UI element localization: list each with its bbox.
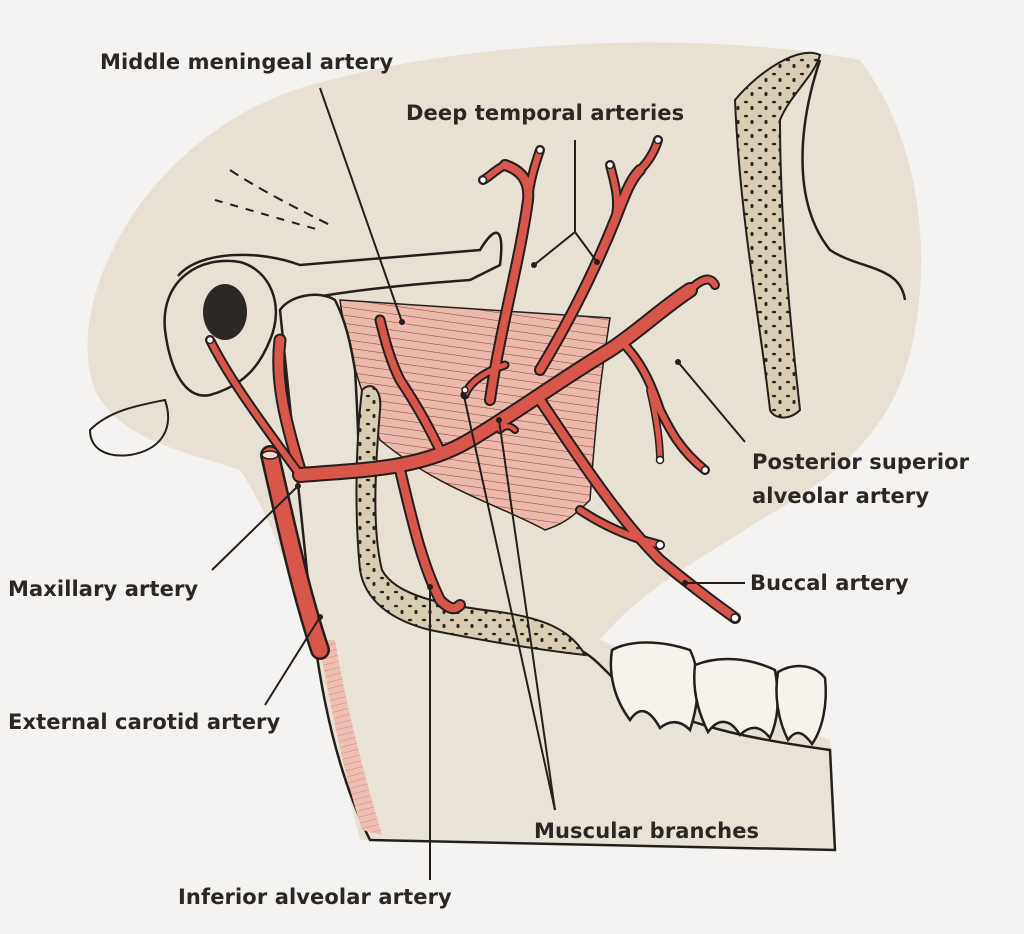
temporal-line xyxy=(229,169,331,226)
label-posterior-superior-line1: Posterior superior xyxy=(752,450,970,474)
leader-posterior-superior xyxy=(677,361,746,443)
leader-dots xyxy=(295,259,688,620)
leader-deep-temporal-right xyxy=(574,231,598,263)
orbit-edge xyxy=(801,59,907,301)
molar-teeth xyxy=(609,641,827,747)
leader-maxillary xyxy=(211,485,299,571)
leader-muscular-2 xyxy=(498,419,556,811)
artery-network-fill xyxy=(207,137,739,622)
zygomatic-arch xyxy=(177,231,503,302)
label-inferior-alveolar-artery: Inferior alveolar artery xyxy=(178,885,452,909)
mandibular-canal xyxy=(355,385,587,657)
cut-vessel-ends xyxy=(205,135,740,623)
leader-muscular-1 xyxy=(463,395,556,811)
temporal-line-2 xyxy=(214,199,321,231)
label-buccal-artery: Buccal artery xyxy=(750,571,909,595)
label-external-carotid-artery: External carotid artery xyxy=(8,710,281,734)
mastoid-outline xyxy=(88,398,170,457)
pterygoid-plate xyxy=(733,51,822,419)
label-posterior-superior-line2: alveolar artery xyxy=(752,484,930,508)
label-posterior-superior-alveolar-artery: Posterior superior alveolar artery xyxy=(752,445,969,513)
leader-deep-temporal-left xyxy=(533,231,576,266)
label-deep-temporal-arteries: Deep temporal arteries xyxy=(406,101,685,125)
leader-middle-meningeal xyxy=(319,87,403,323)
label-middle-meningeal-artery: Middle meningeal artery xyxy=(100,50,394,74)
label-muscular-branches: Muscular branches xyxy=(534,819,760,843)
auditory-meatus xyxy=(203,284,247,340)
label-maxillary-artery: Maxillary artery xyxy=(8,577,199,601)
leader-lines xyxy=(211,87,746,880)
leader-external-carotid xyxy=(264,616,321,706)
neck-strip xyxy=(318,640,382,835)
